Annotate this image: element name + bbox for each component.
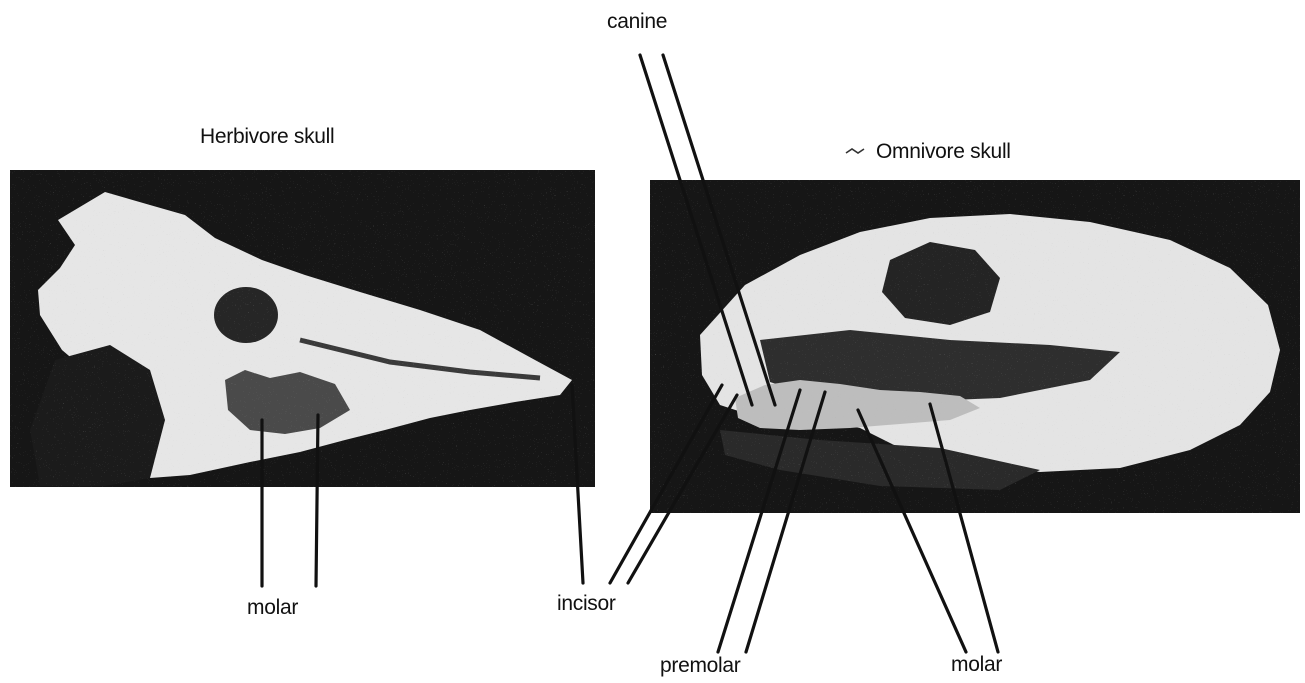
label-omnivore-molar: molar <box>951 653 1002 677</box>
label-incisor: incisor <box>557 592 616 616</box>
title-herbivore-skull: Herbivore skull <box>200 125 334 149</box>
title-omnivore-skull: Omnivore skull <box>876 140 1011 164</box>
omnivore-title-mark <box>846 149 864 153</box>
label-canine: canine <box>607 10 667 34</box>
herbivore-molar-leader-line-2 <box>316 415 318 586</box>
herbivore-skull-photo <box>10 170 595 487</box>
label-premolar: premolar <box>660 654 740 678</box>
omnivore-skull-photo <box>650 180 1300 513</box>
label-herbivore-molar: molar <box>247 596 298 620</box>
